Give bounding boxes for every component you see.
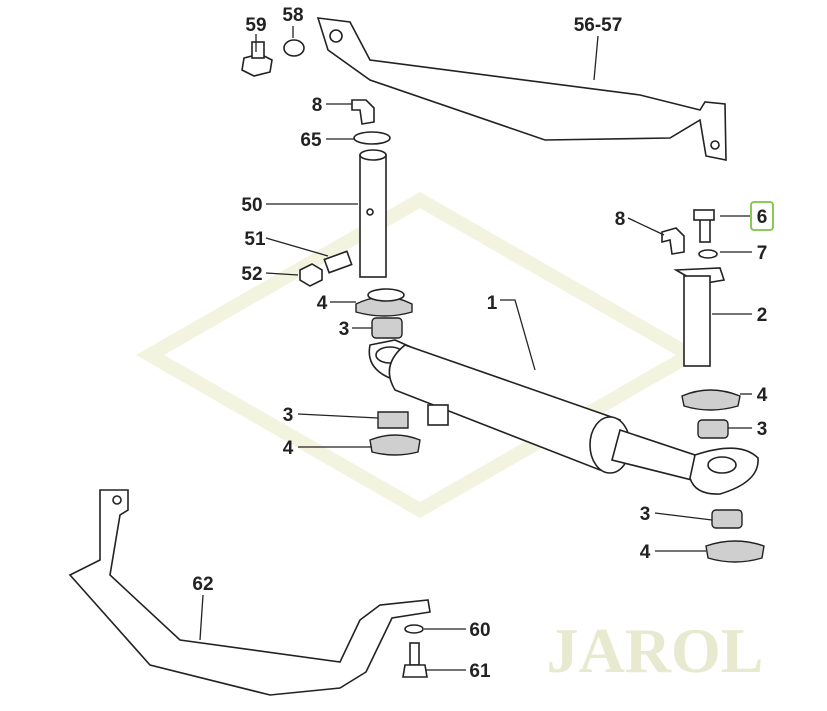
bearing-3-mid-left[interactable] — [377, 411, 409, 429]
bushing-4-right-top[interactable] — [681, 389, 741, 411]
washer-58[interactable] — [283, 39, 305, 57]
leader-lines — [199, 26, 752, 671]
callout-4-mid-left[interactable]: 4 — [283, 438, 294, 459]
callout-56-57[interactable]: 56-57 — [574, 15, 623, 36]
callout-61[interactable]: 61 — [469, 661, 491, 682]
top-bracket[interactable] — [316, 17, 727, 161]
circlip-65[interactable] — [353, 131, 391, 145]
bushing-4-right-bottom[interactable] — [705, 540, 765, 563]
callout-60[interactable]: 60 — [469, 620, 490, 641]
grub-screw-51[interactable] — [323, 250, 353, 274]
callout-4-right-bottom[interactable]: 4 — [640, 542, 651, 563]
bearing-3-right-bottom[interactable] — [711, 509, 743, 529]
callout-4-right-top[interactable]: 4 — [757, 385, 768, 406]
callout-8-right[interactable]: 8 — [615, 209, 626, 230]
callout-8-top[interactable]: 8 — [312, 95, 323, 116]
lower-frame-62[interactable] — [68, 489, 431, 696]
callout-51[interactable]: 51 — [244, 229, 266, 250]
bushing-4-mid-left[interactable] — [369, 434, 421, 456]
watermark-diamond — [135, 191, 705, 519]
callout-50[interactable]: 50 — [241, 195, 262, 216]
pin-50[interactable] — [359, 149, 387, 278]
callout-1[interactable]: 1 — [487, 293, 498, 314]
bolt-61[interactable] — [402, 642, 428, 678]
callout-3-top-left[interactable]: 3 — [339, 319, 350, 340]
bolt-59[interactable] — [241, 41, 273, 77]
callout-6[interactable]: 6 — [757, 207, 768, 228]
callout-2[interactable]: 2 — [757, 305, 768, 326]
washer-7[interactable] — [698, 249, 718, 259]
callout-3-right-bottom[interactable]: 3 — [640, 504, 651, 525]
callout-58[interactable]: 58 — [282, 5, 303, 26]
callout-7[interactable]: 7 — [757, 243, 768, 264]
bearing-3-top-left[interactable] — [371, 317, 403, 339]
callout-65[interactable]: 65 — [300, 130, 322, 151]
hydraulic-cylinder-1[interactable] — [368, 339, 759, 495]
callout-3-right-top[interactable]: 3 — [757, 419, 768, 440]
callout-3-mid-left[interactable]: 3 — [283, 405, 294, 426]
nut-52[interactable] — [299, 263, 323, 287]
bearing-3-right-top[interactable] — [697, 419, 729, 439]
callout-52[interactable]: 52 — [241, 264, 262, 285]
washer-60[interactable] — [404, 624, 424, 634]
callout-59[interactable]: 59 — [245, 15, 266, 36]
watermark: JAROL — [547, 615, 764, 686]
grease-fitting-top[interactable] — [351, 99, 375, 125]
callout-62[interactable]: 62 — [192, 574, 213, 595]
highlight-box-6 — [750, 201, 774, 231]
pin-2[interactable] — [673, 267, 726, 367]
grease-fitting-right[interactable] — [661, 227, 685, 255]
callout-4-top-left[interactable]: 4 — [317, 293, 328, 314]
